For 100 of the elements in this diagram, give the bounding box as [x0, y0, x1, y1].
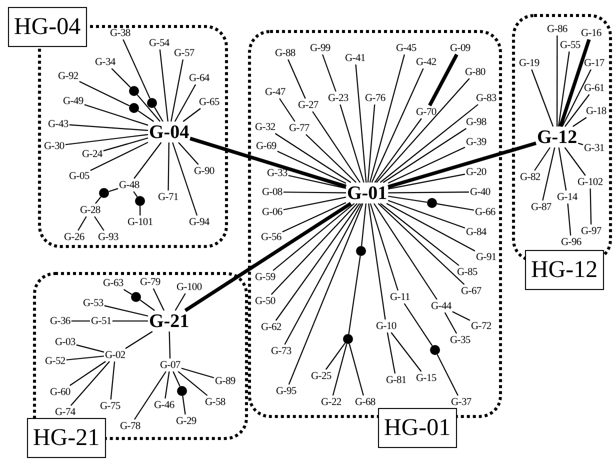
connector-line [558, 147, 567, 191]
node-dot [147, 98, 157, 108]
haplotype-label: G-77 [289, 122, 310, 134]
haplotype-label: G-23 [328, 92, 348, 104]
haplotype-label: G-95 [276, 386, 296, 396]
connector-line [388, 200, 466, 229]
connector-line [590, 188, 592, 225]
connector-line [69, 124, 148, 132]
connector-line [404, 303, 433, 346]
connector-line [388, 192, 469, 194]
haplotype-label: G-87 [531, 202, 552, 212]
haplotype-label: G-101 [128, 216, 153, 228]
haplotype-label: G-73 [271, 346, 292, 356]
node-dot [427, 198, 437, 208]
connector-line [182, 108, 201, 122]
hub-label: G-12 [537, 128, 578, 146]
haplotype-label: G-51 [91, 316, 112, 326]
connector-line [386, 332, 396, 374]
haplotype-label: G-44 [431, 300, 452, 312]
connector-line [66, 356, 104, 360]
haplotype-label: G-55 [560, 40, 580, 50]
group-label: HG-12 [525, 250, 604, 290]
group-label: HG-04 [8, 7, 87, 47]
connector-line [112, 320, 148, 322]
haplotype-label: G-50 [255, 296, 276, 306]
connector-line [373, 203, 438, 300]
connector-line [367, 104, 376, 183]
haplotype-label: G-75 [100, 400, 120, 412]
connector-line [531, 69, 554, 127]
haplotype-label: G-85 [457, 266, 478, 278]
haplotype-label: G-63 [103, 278, 124, 288]
haplotype-label: G-28 [80, 204, 100, 216]
connector-line [140, 206, 141, 216]
connector-line [562, 69, 592, 127]
haplotype-label: G-83 [476, 92, 496, 104]
connector-line [172, 371, 180, 387]
haplotype-label: G-07 [160, 360, 180, 370]
haplotype-label: G-08 [262, 186, 282, 198]
node-dot [135, 196, 145, 206]
haplotype-label: G-38 [110, 28, 130, 38]
connector-line [534, 147, 550, 171]
connector-line [270, 203, 358, 295]
haplotype-label: G-35 [450, 334, 470, 346]
connector-line [288, 174, 346, 189]
connector-line [436, 354, 458, 396]
haplotype-label: G-97 [581, 226, 602, 236]
haplotype-label: G-29 [176, 416, 196, 426]
haplotype-label: G-94 [189, 216, 210, 228]
connector-line [164, 371, 170, 399]
connector-line [360, 203, 366, 246]
connector-line [558, 51, 570, 127]
node-dot [356, 246, 366, 256]
haplotype-label: G-03 [55, 336, 76, 348]
connector-line [380, 203, 460, 266]
haplotype-label: G-91 [476, 252, 496, 262]
haplotype-label: G-65 [199, 96, 220, 108]
haplotype-label: G-31 [584, 142, 604, 154]
connector-line [567, 203, 572, 236]
haplotype-label: G-42 [416, 56, 436, 68]
connector-line [70, 361, 110, 406]
haplotype-label: G-79 [140, 276, 160, 288]
node-dot [129, 103, 139, 113]
haplotype-label: G-98 [466, 116, 486, 128]
haplotype-label: G-88 [275, 48, 296, 58]
connector-line [374, 118, 422, 183]
haplotype-label: G-32 [255, 122, 276, 132]
connector-line [370, 203, 398, 291]
connector-line [70, 361, 106, 386]
connector-line [578, 142, 584, 146]
connector-line [174, 293, 186, 311]
connector-line [78, 216, 87, 231]
connector-line [332, 344, 348, 396]
connector-line [556, 36, 558, 126]
haplotype-label: G-78 [120, 420, 140, 432]
haplotype-label: G-72 [471, 320, 492, 332]
connector-line [348, 256, 361, 334]
haplotype-label: G-61 [584, 82, 604, 94]
haplotype-label: G-43 [48, 118, 68, 130]
connector-line [277, 150, 346, 184]
connector-line [122, 39, 150, 99]
connector-line [322, 54, 336, 92]
connector-line [312, 111, 360, 183]
connector-line [436, 203, 474, 211]
haplotype-label: G-102 [578, 176, 603, 188]
haplotype-label: G-06 [262, 206, 282, 218]
haplotype-label: G-90 [194, 166, 214, 176]
haplotype-label: G-17 [584, 58, 604, 68]
connector-line [542, 147, 556, 201]
haplotype-label: G-66 [475, 206, 496, 218]
connector-line [388, 196, 428, 203]
haplotype-label: G-57 [174, 48, 194, 58]
connector-line [572, 117, 587, 127]
connector-line [154, 107, 164, 122]
haplotype-label: G-67 [461, 286, 482, 296]
haplotype-label: G-10 [376, 320, 396, 332]
haplotype-label: G-15 [416, 372, 436, 384]
node-dot [430, 345, 440, 355]
connector-line [104, 305, 148, 317]
connector-line [138, 110, 154, 122]
connector-line [390, 332, 422, 372]
